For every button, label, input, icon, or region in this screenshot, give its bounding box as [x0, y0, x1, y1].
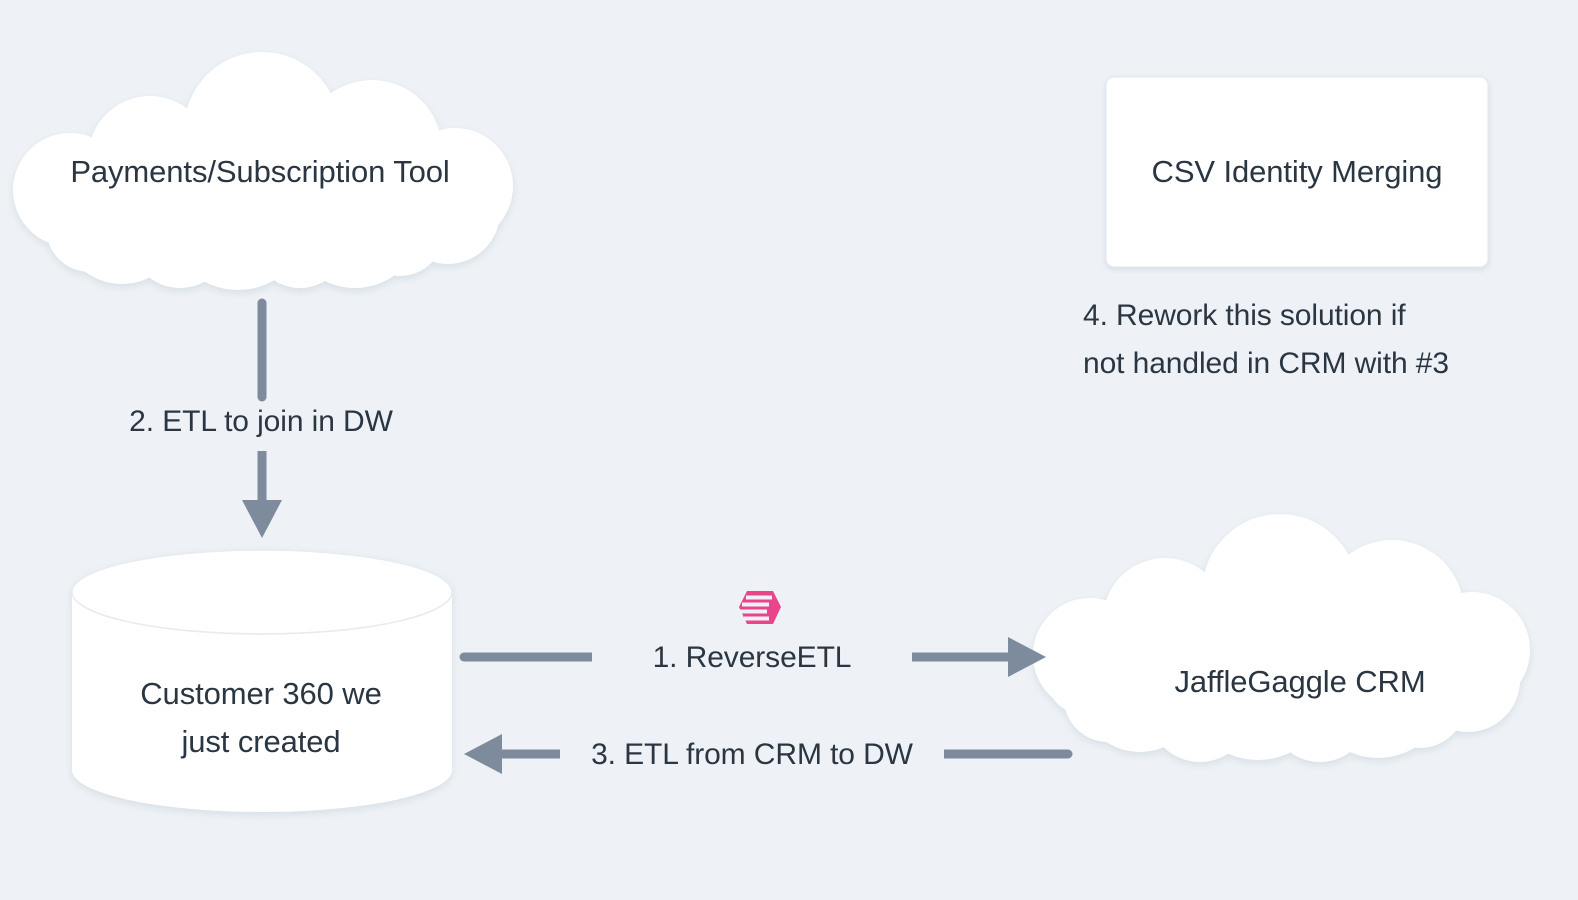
node-crm-cloud[interactable]	[1033, 514, 1530, 762]
edge-2-label: 2. ETL to join in DW	[129, 405, 393, 438]
edge-1-label: 1. ReverseETL	[592, 634, 912, 682]
node-payments-cloud[interactable]	[13, 52, 513, 290]
edge-3-label: 3. ETL from CRM to DW	[560, 731, 944, 779]
hightouch-logo-icon	[738, 591, 781, 624]
node-csv-box[interactable]	[1105, 76, 1489, 268]
edge-2-arrow	[242, 298, 282, 538]
node-warehouse-cylinder[interactable]	[71, 549, 453, 812]
annotation-rework-caption: 4. Rework this solution if not handled i…	[1083, 299, 1449, 380]
